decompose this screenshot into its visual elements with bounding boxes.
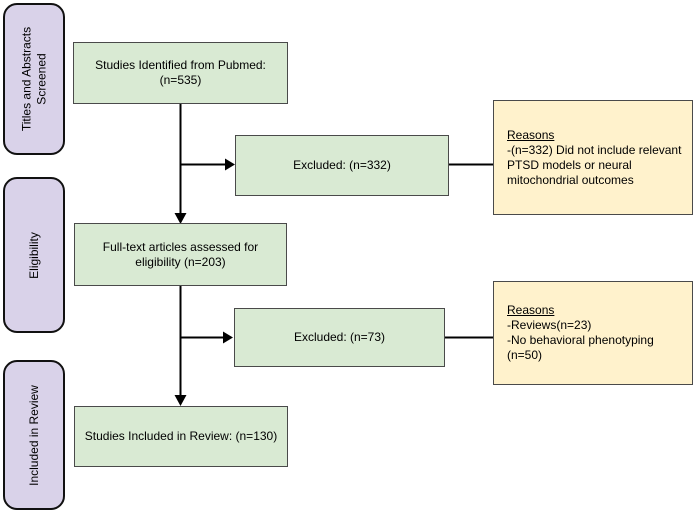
reasons-heading: Reasons [507,127,555,142]
reasons-heading: Reasons [507,303,555,317]
stage-label: Eligibility [26,231,41,279]
node-label: Excluded: (n=73) [293,330,386,344]
node-label: Studies Identified from Pubmed: (n=535) [95,58,266,87]
stage-included-in-review: Included in Review [3,360,65,510]
stage-titles-and-abstracts-screened: Titles and Abstracts Screened [3,3,65,155]
stage-label: Titles and Abstracts Screened [19,26,48,132]
reason-line: -(n=332) Did not include relevant PTSD m… [507,142,682,187]
arrow-fulltext-to-included [174,286,187,406]
node-reasons-2: Reasons -Reviews(n=23) -No behavioral ph… [493,281,693,385]
node-fulltext-assessed: Full-text articles assessed for eligibil… [74,223,287,286]
node-label: Excluded: (n=332) [293,158,391,172]
node-label: Full-text articles assessed for eligibil… [102,239,259,269]
reason-line: -Reviews(n=23) [507,318,592,332]
arrow-identified-to-fulltext [174,104,187,224]
arrow-branch-to-excluded2 [180,331,233,344]
node-excluded-2: Excluded: (n=73) [234,308,445,367]
node-label: Studies Included in Review: (n=130) [84,429,278,443]
node-studies-included: Studies Included in Review: (n=130) [74,406,288,467]
node-reasons-1: Reasons -(n=332) Did not include relevan… [493,100,693,215]
stage-eligibility: Eligibility [3,177,65,333]
arrow-branch-to-excluded1 [180,158,235,171]
reason-line: -No behavioral phenotyping (n=50) [507,333,654,362]
node-studies-identified: Studies Identified from Pubmed: (n=535) [73,42,288,104]
stage-label: Included in Review [26,384,41,486]
node-excluded-1: Excluded: (n=332) [235,135,449,196]
